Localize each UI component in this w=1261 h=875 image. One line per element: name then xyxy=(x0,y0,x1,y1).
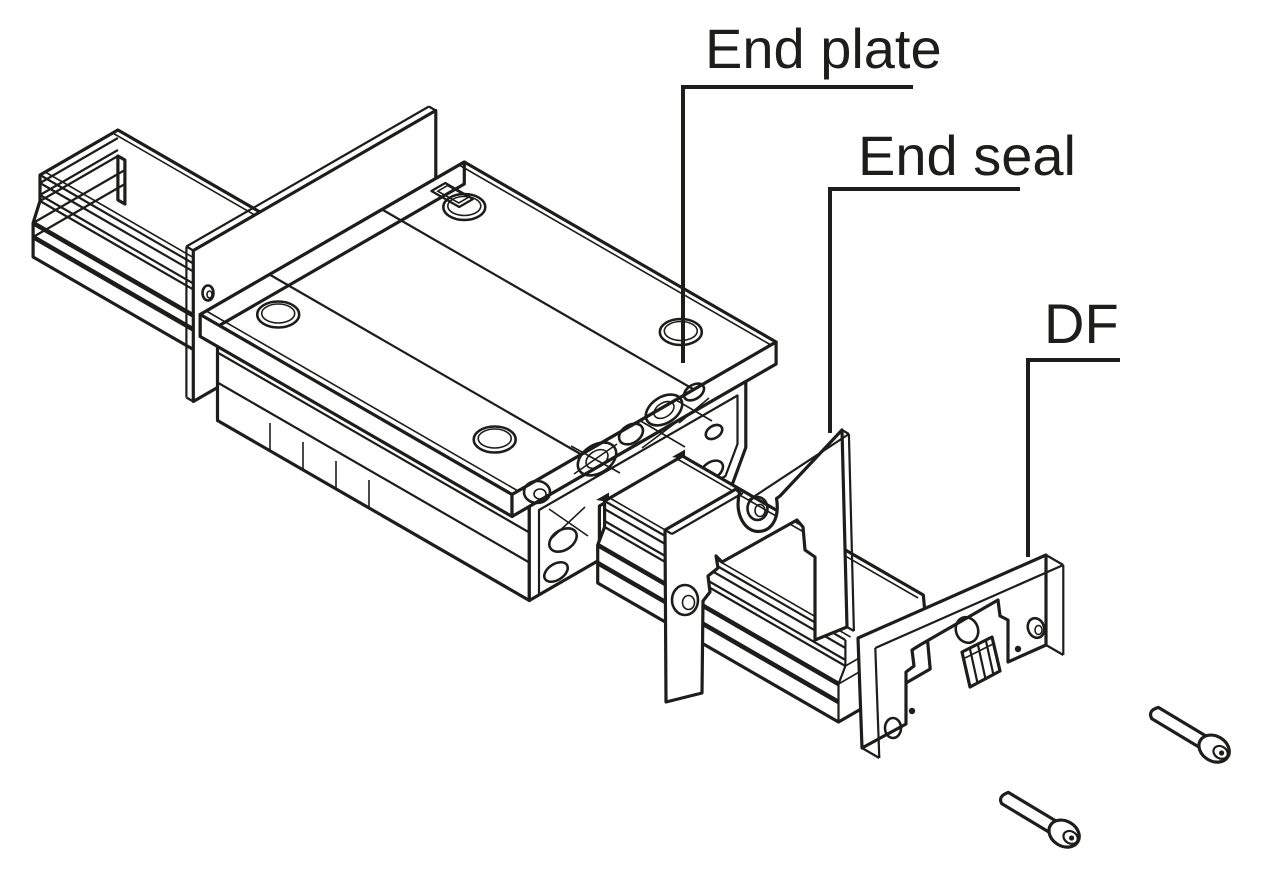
mounting-screw-upper xyxy=(1148,705,1231,764)
mounting-screw-lower xyxy=(998,790,1081,849)
df-unit xyxy=(856,553,1065,759)
lm-block-carriage xyxy=(198,160,778,603)
scraper-insert xyxy=(960,635,1002,689)
label-end-plate: End plate xyxy=(705,17,942,80)
label-end-seal: End seal xyxy=(858,124,1076,187)
end-seal-part xyxy=(663,428,855,704)
leader-end-seal xyxy=(828,187,1020,433)
block-mounting-holes xyxy=(255,192,704,454)
label-df: DF xyxy=(1044,292,1119,355)
leader-df xyxy=(1026,358,1120,557)
hex-socket xyxy=(1069,835,1075,841)
leader-end-plate xyxy=(681,85,913,363)
end-plate-ribs xyxy=(548,397,713,539)
hex-socket xyxy=(1219,750,1225,756)
